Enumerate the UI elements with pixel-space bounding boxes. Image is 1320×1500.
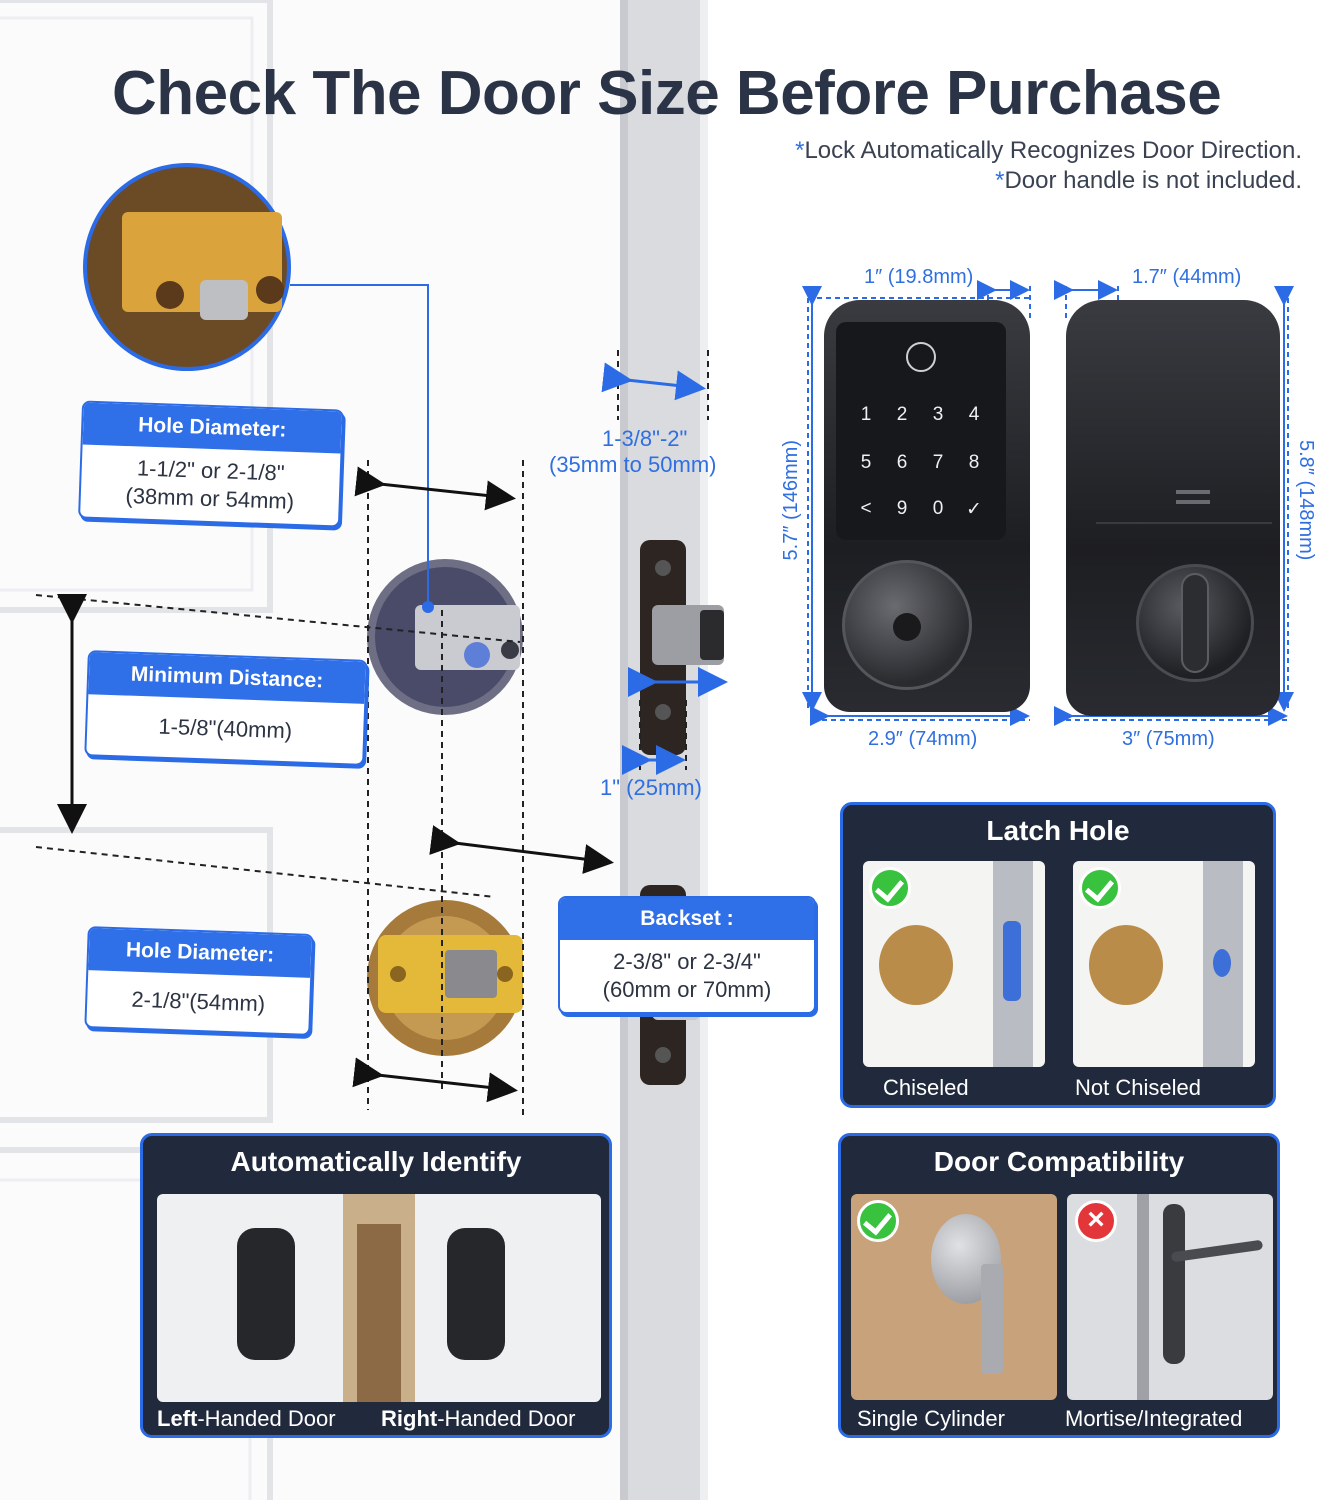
- key-3[interactable]: 3: [932, 404, 944, 425]
- key-8[interactable]: 8: [968, 452, 980, 473]
- front-depth-label: 1″ (19.8mm): [864, 266, 974, 288]
- fingerprint-sensor-icon: [906, 342, 936, 372]
- hole-diameter-bottom-value: 2-1/8"(54mm): [131, 986, 266, 1017]
- front-width-label: 2.9″ (74mm): [868, 728, 978, 750]
- key-back[interactable]: <: [860, 498, 872, 519]
- auto-identify-title: Automatically Identify: [230, 1146, 522, 1177]
- chiseled-label: Chiseled: [883, 1075, 969, 1100]
- backset-header: Backset :: [560, 898, 814, 940]
- single-cylinder-label: Single Cylinder: [857, 1406, 1005, 1431]
- key-5[interactable]: 5: [860, 452, 872, 473]
- back-width-label: 3″ (75mm): [1122, 728, 1215, 750]
- lock-front-exterior: 1 2 3 4 5 6 7 8 < 9 0 ✓: [824, 300, 1030, 712]
- key-1[interactable]: 1: [860, 404, 872, 425]
- keypad: 1 2 3 4 5 6 7 8 < 9 0 ✓: [836, 322, 1006, 540]
- latch-hole-panel: Latch Hole Chiseled Not Chiseled: [840, 802, 1276, 1108]
- chiseled-tile: [863, 861, 1045, 1067]
- key-cylinder: [842, 560, 972, 690]
- mortise-plate-icon: [1163, 1204, 1185, 1364]
- not-chiseled-label: Not Chiseled: [1075, 1075, 1201, 1100]
- key-0[interactable]: 0: [932, 498, 944, 519]
- minimum-distance-label: Minimum Distance: 1-5/8"(40mm): [84, 650, 368, 766]
- latch-width-label: 1" (25mm): [600, 775, 702, 800]
- backset-label: Backset : 2-3/8" or 2-3/4" (60mm or 70mm…: [558, 896, 816, 1014]
- right-handed-label: Right-Handed Door: [381, 1406, 576, 1431]
- key-6[interactable]: 6: [896, 452, 908, 473]
- latch-hole-title: Latch Hole: [986, 815, 1130, 846]
- bore-hole-icon: [1089, 925, 1163, 1005]
- key-2[interactable]: 2: [896, 404, 908, 425]
- doorway-photo: [157, 1194, 601, 1402]
- check-icon: [857, 1200, 899, 1242]
- single-cylinder-photo: [851, 1194, 1057, 1400]
- round-latch-hole: [1213, 949, 1231, 977]
- page-title: Check The Door Size Before Purchase: [112, 59, 1222, 128]
- front-height-label: 5.7″ (146mm): [780, 440, 802, 561]
- hole-diameter-top-label: Hole Diameter: 1-1/2" or 2-1/8" (38mm or…: [78, 400, 344, 528]
- bore-hole-icon: [879, 925, 953, 1005]
- cross-icon: ×: [1075, 1200, 1117, 1242]
- door-compatibility-panel: Door Compatibility × Single Cylinder Mor…: [838, 1133, 1280, 1438]
- key-4[interactable]: 4: [968, 404, 980, 425]
- chiseled-mortise: [1003, 921, 1021, 1001]
- right-hand-lock-icon: [447, 1228, 505, 1360]
- left-hand-lock-icon: [237, 1228, 295, 1360]
- door-thickness-label: 1-3/8"-2": [602, 426, 688, 451]
- backset-value: 2-3/8" or 2-3/4" (60mm or 70mm): [602, 949, 772, 1002]
- lock-back-interior: [1066, 300, 1280, 716]
- door-compatibility-title: Door Compatibility: [933, 1146, 1185, 1177]
- key-icon: [981, 1264, 1003, 1374]
- back-height-label: 5.8″ (148mm): [1295, 440, 1317, 561]
- door-thickness-metric: (35mm to 50mm): [549, 452, 717, 477]
- back-depth-label: 1.7″ (44mm): [1132, 266, 1242, 288]
- mortise-photo: ×: [1067, 1194, 1273, 1400]
- not-chiseled-tile: [1073, 861, 1255, 1067]
- keyhole-icon: [893, 613, 921, 641]
- left-handed-label: Left-Handed Door: [157, 1406, 336, 1431]
- key-confirm[interactable]: ✓: [966, 499, 982, 520]
- auto-identify-panel: Automatically Identify Left-Handed Door …: [140, 1133, 612, 1438]
- check-icon: [869, 867, 911, 909]
- check-icon: [1079, 867, 1121, 909]
- hole-diameter-bottom-label: Hole Diameter: 2-1/8"(54mm): [84, 926, 314, 1036]
- mortise-integrated-label: Mortise/Integrated: [1065, 1406, 1243, 1431]
- key-9[interactable]: 9: [896, 498, 908, 519]
- thumb-turn[interactable]: [1136, 564, 1254, 682]
- note-handle: *Door handle is not included.: [995, 167, 1302, 194]
- minimum-distance-value: 1-5/8"(40mm): [158, 713, 293, 744]
- note-direction: *Lock Automatically Recognizes Door Dire…: [795, 137, 1302, 164]
- hole-diameter-top-value: 1-1/2" or 2-1/8" (38mm or 54mm): [125, 455, 295, 514]
- key-7[interactable]: 7: [932, 452, 944, 473]
